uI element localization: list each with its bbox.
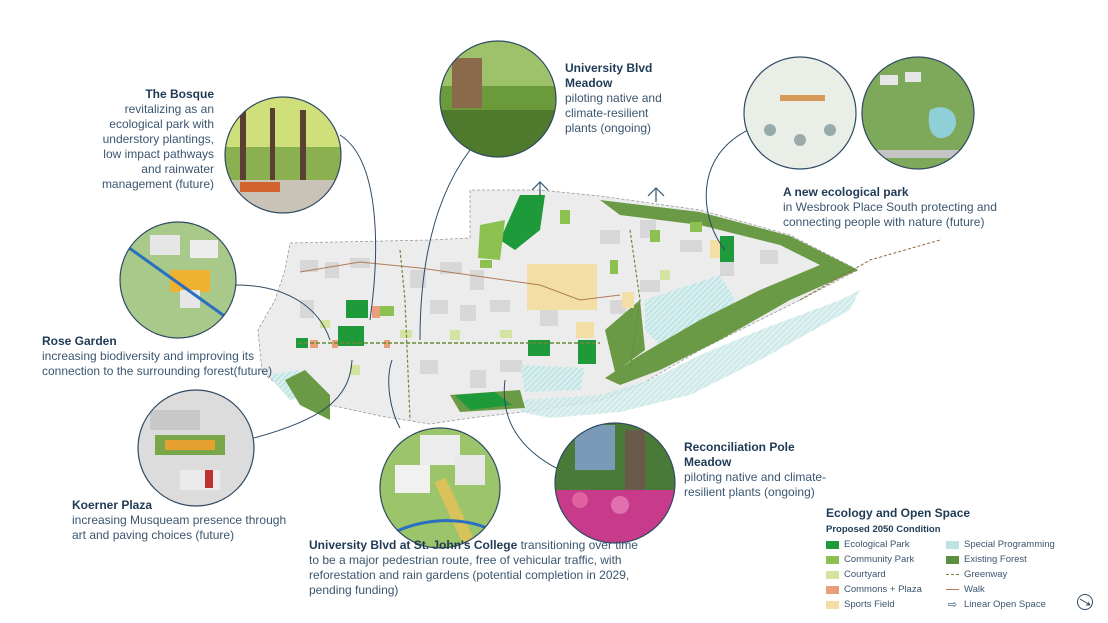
legend-swatch [946,540,959,549]
callout-rose-garden-title: Rose Garden [42,334,117,348]
legend-title: Ecology and Open Space [826,506,971,520]
legend-item-label: Special Programming [964,539,1055,550]
callout-st-johns-title: University Blvd at St. John's College [309,538,518,552]
legend-item-label: Walk [964,584,985,595]
legend-subtitle: Proposed 2050 Condition [826,524,941,535]
legend: Ecology and Open Space Proposed 2050 Con… [826,506,1076,611]
legend-item: Sports Field [826,598,946,611]
legend-item: Existing Forest [946,553,1066,566]
callout-ecopark-body: in Wesbrook Place South protecting and c… [783,200,997,229]
legend-dash-line [946,574,959,575]
callout-ecopark: A new ecological park in Wesbrook Place … [783,185,1003,230]
callout-pole-meadow: Reconciliation Pole Meadow piloting nati… [684,440,844,500]
legend-item-label: Ecological Park [844,539,910,550]
legend-swatch [826,585,839,594]
callout-bosque: The Bosque revitalizing as an ecological… [86,87,214,192]
callout-rose-garden-body: increasing biodiversity and improving it… [42,349,273,378]
legend-item: Special Programming [946,538,1066,551]
callout-bosque-body: revitalizing as an ecological park with … [101,102,214,191]
meadow-photo [440,41,556,157]
callout-st-johns: University Blvd at St. John's College tr… [309,538,649,598]
legend-item: Greenway [946,568,1066,581]
callout-bosque-title: The Bosque [145,87,214,101]
callout-ecopark-title: A new ecological park [783,185,909,199]
legend-swatch [826,570,839,579]
callout-koerner-plaza: Koerner Plaza increasing Musqueam presen… [72,498,292,543]
legend-item-label: Linear Open Space [964,599,1046,610]
legend-swatch [826,555,839,564]
callout-koerner-title: Koerner Plaza [72,498,153,512]
callout-rose-garden: Rose Garden increasing biodiversity and … [42,334,282,379]
legend-item-label: Community Park [844,554,915,565]
legend-item-label: Greenway [964,569,1008,580]
legend-item-label: Sports Field [844,599,895,610]
callout-meadow-body: piloting native and climate-resilient pl… [565,91,662,135]
legend-item: Courtyard [826,568,946,581]
callout-pole-title: Reconciliation Pole Meadow [684,440,795,469]
rose-garden-photo [120,222,236,338]
legend-item: Community Park [826,553,946,566]
legend-solid-line [946,589,959,590]
legend-item-label: Commons + Plaza [844,584,922,595]
callout-meadow: University Blvd Meadow piloting native a… [565,61,675,136]
legend-item-label: Courtyard [844,569,886,580]
pole-meadow-photo [555,423,675,543]
callout-pole-body: piloting native and climate-resilient pl… [684,470,827,499]
legend-swatch [826,540,839,549]
ecopark-plan-photo [862,57,974,169]
legend-item-label: Existing Forest [964,554,1027,565]
legend-swatch [946,555,959,564]
legend-swatch [826,600,839,609]
st-johns-photo [380,428,500,548]
legend-item: Ecological Park [826,538,946,551]
koerner-plaza-photo [138,390,254,506]
legend-item: Walk [946,583,1066,596]
legend-item: Commons + Plaza [826,583,946,596]
linear-open-space-arrow-icon: ⇨ [947,599,958,611]
callout-koerner-body: increasing Musqueam presence through art… [72,513,287,542]
callout-st-johns-body: transitioning over time to be a major pe… [309,538,638,597]
bosque-photo [225,97,341,213]
callout-meadow-title: University Blvd Meadow [565,61,653,90]
north-arrow-icon [1077,594,1093,610]
ecopark-sketch-photo [744,57,856,169]
legend-item: ⇨ Linear Open Space [946,598,1066,611]
